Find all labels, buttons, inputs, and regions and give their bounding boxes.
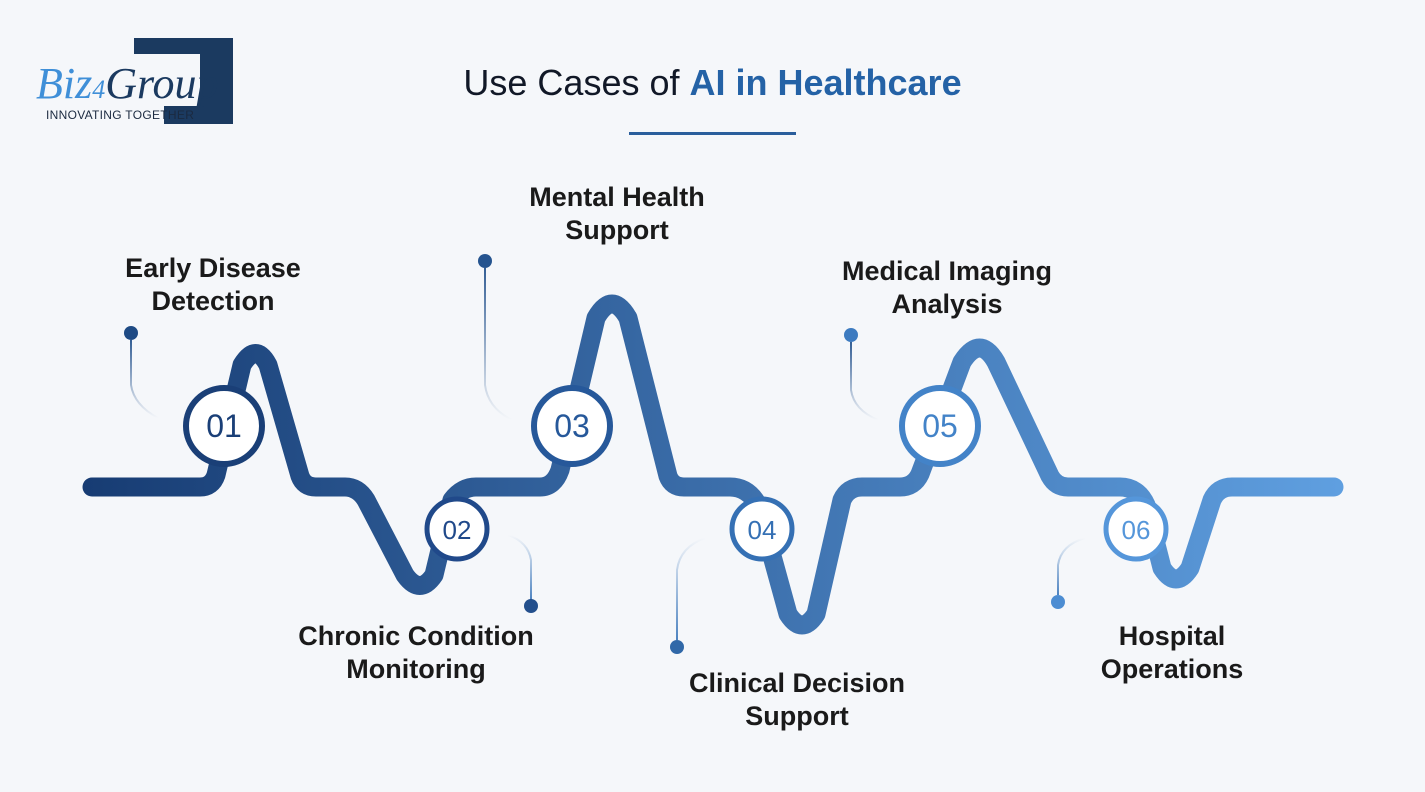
connector-dot-04	[670, 640, 684, 654]
step-label-02-line1: Chronic Condition	[298, 621, 534, 651]
connector-dot-06	[1051, 595, 1065, 609]
connector-dot-02	[524, 599, 538, 613]
title-underline	[629, 132, 796, 135]
step-number-05: 05	[922, 408, 958, 444]
step-label-06-line2: Operations	[1100, 654, 1244, 684]
step-badge-02: 02	[424, 496, 490, 562]
step-label-05: Medical Imaging Analysis	[842, 255, 1052, 321]
title-prefix: Use Cases of	[463, 62, 690, 103]
connector-03	[484, 268, 513, 421]
connector-01	[130, 340, 159, 419]
connector-02	[507, 534, 532, 600]
step-label-05-line2: Analysis	[891, 289, 1003, 319]
step-label-03-line1: Mental Health	[529, 182, 705, 212]
connector-04	[676, 537, 706, 640]
page-title: Use Cases of AI in Healthcare	[0, 62, 1425, 104]
step-number-02: 02	[443, 515, 472, 545]
step-badge-03: 03	[531, 385, 613, 467]
step-label-02-line2: Monitoring	[346, 654, 486, 684]
step-number-01: 01	[206, 408, 242, 444]
step-badge-05: 05	[899, 385, 981, 467]
step-number-04: 04	[748, 515, 777, 545]
step-label-04-line2: Support	[745, 701, 849, 731]
step-badge-01: 01	[183, 385, 265, 467]
step-label-01-line2: Detection	[151, 286, 275, 316]
heartbeat-wave	[82, 294, 1344, 635]
step-badge-04: 04	[729, 496, 795, 562]
logo-wordmark: Biz4Group	[36, 59, 219, 108]
logo-frame-bottom	[164, 106, 233, 124]
connector-dot-01	[124, 326, 138, 340]
step-label-03: Mental Health Support	[529, 181, 705, 247]
connector-dot-03	[478, 254, 492, 268]
step-label-02: Chronic Condition Monitoring	[298, 620, 533, 686]
connector-dot-05	[844, 328, 858, 342]
step-label-04-line1: Clinical Decision	[688, 668, 906, 698]
step-label-05-line1: Medical Imaging	[841, 256, 1053, 286]
step-label-06: Hospital Operations	[1101, 620, 1244, 686]
biz4group-logo: Biz4Group INNOVATING TOGETHER	[30, 36, 240, 128]
step-badge-06: 06	[1103, 496, 1169, 562]
step-label-01-line1: Early Disease	[125, 253, 301, 283]
step-label-06-line1: Hospital	[1118, 621, 1226, 651]
step-label-01: Early Disease Detection	[125, 252, 301, 318]
title-highlight: AI in Healthcare	[689, 62, 962, 103]
connector-05	[850, 342, 879, 421]
step-label-04: Clinical Decision Support	[689, 667, 905, 733]
logo-tagline: INNOVATING TOGETHER	[46, 108, 195, 122]
step-number-06: 06	[1122, 515, 1151, 545]
step-number-03: 03	[554, 408, 590, 444]
step-label-03-line2: Support	[565, 215, 669, 245]
connector-06	[1057, 537, 1086, 595]
